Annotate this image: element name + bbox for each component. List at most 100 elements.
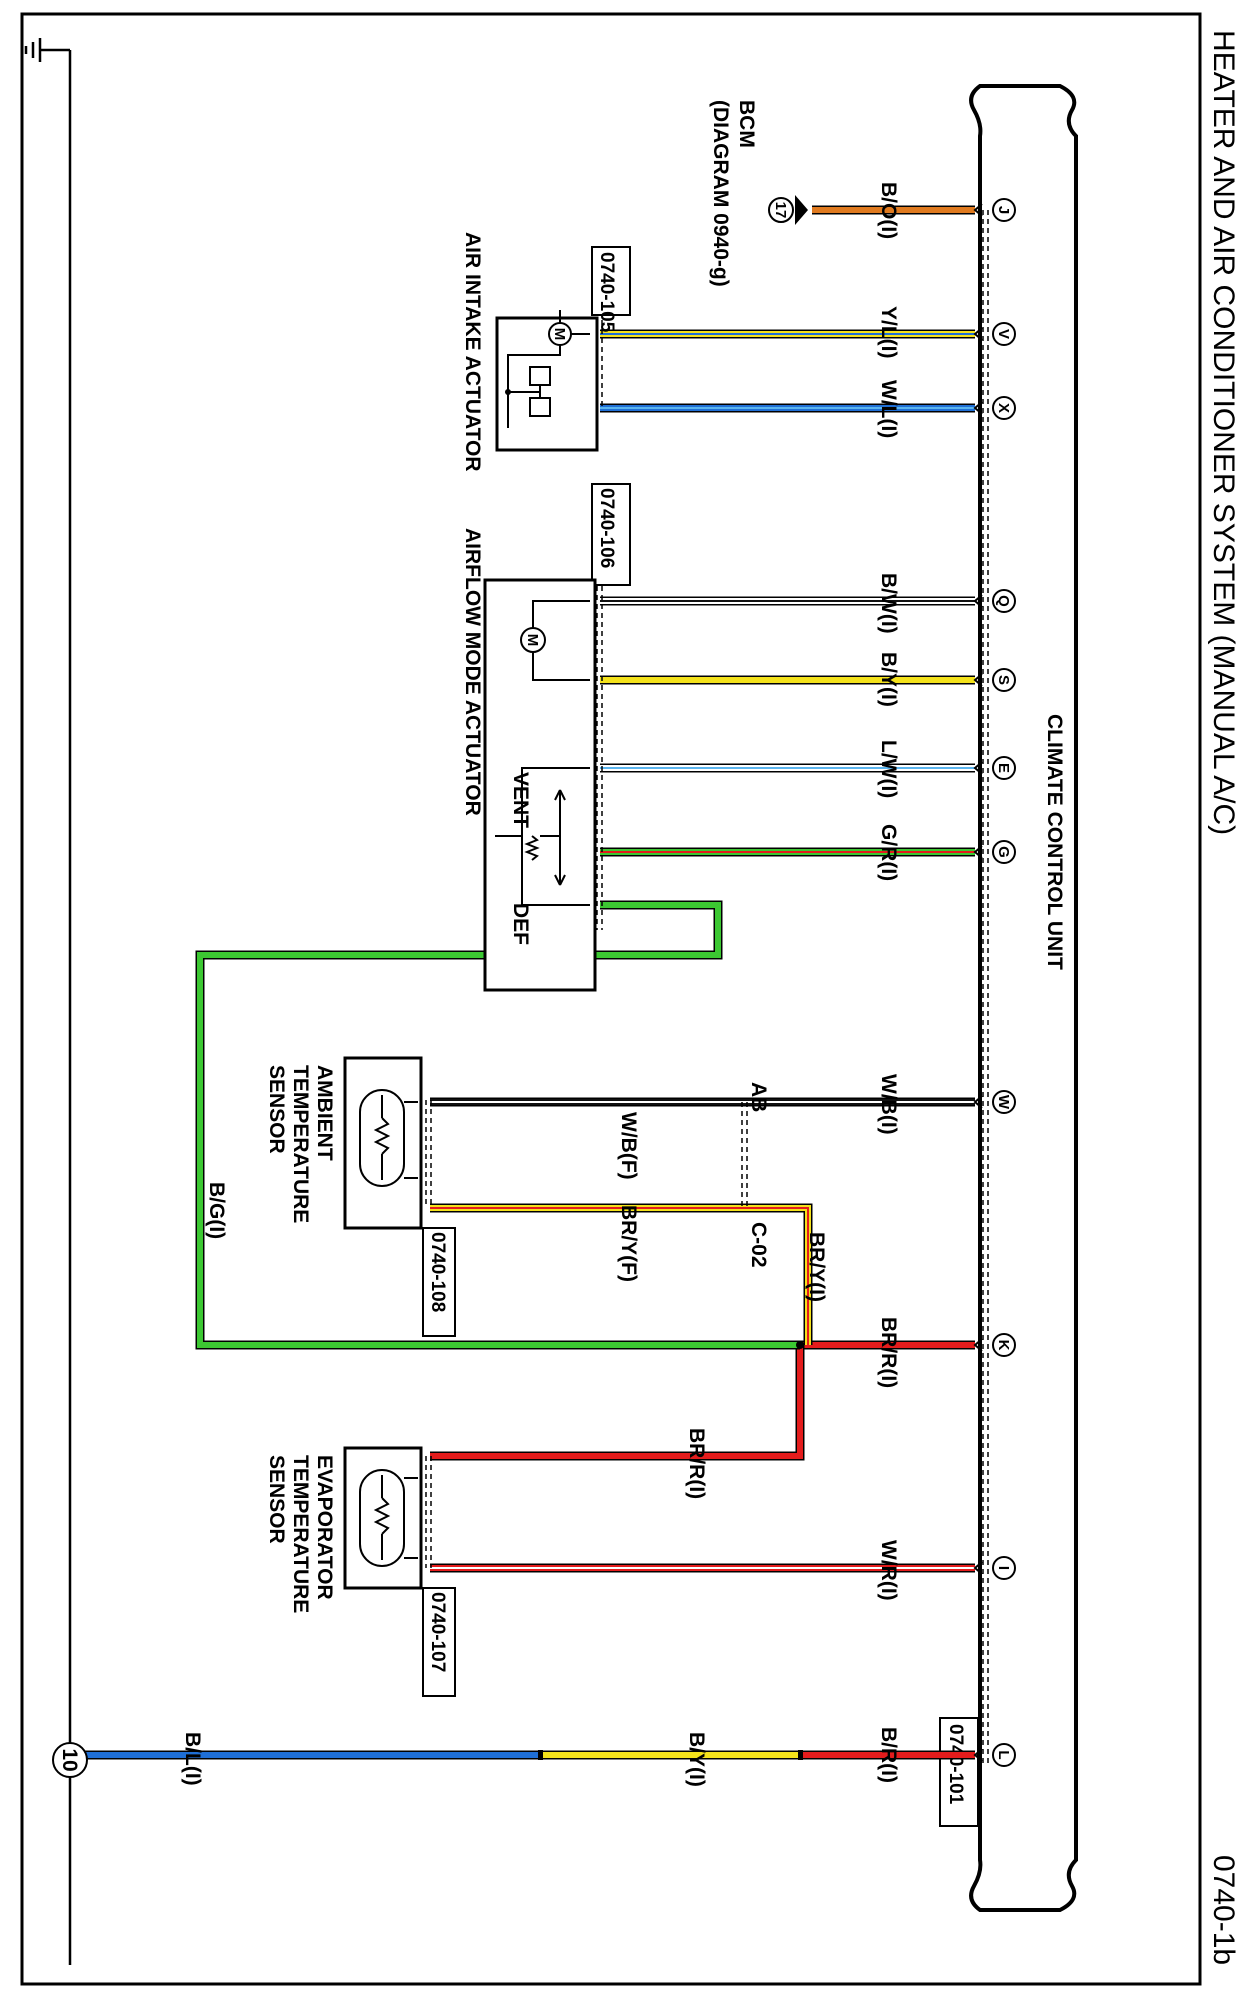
pin-arrow-icon (973, 1338, 983, 1352)
airflow-mode-connector: 0740-106 (596, 488, 617, 568)
ground-callout (52, 1742, 88, 1778)
pin-q (992, 589, 1016, 613)
pin-e (992, 756, 1016, 780)
ground-icon (24, 38, 70, 62)
ambient-label-3: SENSOR (265, 1065, 288, 1154)
pin-arrow-icon (973, 327, 983, 341)
control-unit-connector-box (939, 1717, 979, 1827)
ambient-sensor-box (343, 1056, 423, 1230)
wire-brr-evap (430, 1345, 803, 1459)
evaporator-wire-label: BR/R(I) (685, 1428, 708, 1499)
wire-label-q: B/W(I) (877, 573, 900, 634)
bcm-callout-number: 17 (772, 202, 789, 219)
ambient-label-1: AMBIENT (313, 1065, 336, 1161)
page-frame (20, 12, 1202, 1986)
pin-s (992, 668, 1016, 692)
motor-icon-letter: M (551, 328, 568, 341)
pin-arrow-icon (973, 594, 983, 608)
bg-wire-label: B/G(I) (205, 1182, 228, 1239)
pin-j-letter: J (995, 206, 1012, 214)
pin-x (992, 396, 1016, 420)
evaporator-connector-box (422, 1587, 456, 1697)
pin-v (992, 322, 1016, 346)
airflow-mode-connector-box (591, 483, 631, 586)
pin-arrow-icon (973, 845, 983, 859)
evaporator-label-1: EVAPORATOR (313, 1455, 336, 1600)
pin-j (992, 198, 1016, 222)
pin-arrow-icon (973, 1748, 983, 1762)
pin-l (992, 1743, 1016, 1767)
wire-bg (197, 902, 800, 1348)
pin-i-letter: I (995, 1566, 1012, 1570)
ambient-wire2-label: BR/Y(F) (617, 1205, 640, 1282)
air-intake-connector-box (591, 246, 631, 316)
wire-label-j: B/O(I) (877, 182, 900, 239)
wire-label-v: Y/L(I) (877, 306, 900, 359)
page-title: HEATER AND AIR CONDITIONER SYSTEM (MANUA… (1207, 30, 1240, 835)
ambient-wire1-label: W/B(F) (617, 1112, 640, 1180)
evaporator-label-3: SENSOR (265, 1455, 288, 1544)
ground-callout-number: 10 (58, 1748, 81, 1771)
wire-brr-evap-outline (430, 1345, 805, 1461)
diagram-id: 0740-1b (1207, 1855, 1240, 1965)
pin-v-letter: V (995, 329, 1012, 339)
splice-mark (538, 1750, 543, 1760)
airflow-mode-actuator: 0740-106 M VENT DEF AIRFLOW MODE ACTUATO… (461, 483, 631, 992)
airflow-vent-label: VENT (509, 772, 532, 828)
joint-ab-label: AB (747, 1082, 770, 1112)
wire-label-s: B/Y(I) (877, 652, 900, 707)
pin-g (992, 840, 1016, 864)
bcm-callout (768, 197, 794, 223)
pin-arrow-icon (973, 761, 983, 775)
airflow-def-label: DEF (509, 903, 532, 945)
airflow-mode-label: AIRFLOW MODE ACTUATOR (461, 528, 484, 816)
wire-label-i: W/R(I) (877, 1540, 900, 1601)
pin-x-letter: X (995, 403, 1012, 413)
pin-arrow-icon (973, 203, 983, 217)
bcm-arrow-icon (795, 195, 808, 225)
resistor-icon (373, 1475, 418, 1560)
joint-c02-label: C-02 (747, 1222, 770, 1268)
bcm-ref: (DIAGRAM 0940-g) (709, 100, 732, 287)
pin-i (992, 1556, 1016, 1580)
ambient-temperature-sensor: 0740-108 AMBIENT TEMPERATURE SENSOR (265, 1056, 456, 1337)
ambient-connector: 0740-108 (427, 1232, 448, 1312)
resistor-icon (373, 1095, 418, 1180)
air-intake-actuator: 0740-105 M AIR INTAKE ACTUATOR (461, 232, 631, 472)
evaporator-label-2: TEMPERATURE (289, 1455, 312, 1613)
wire-label-l: B/R(I) (877, 1727, 900, 1783)
joint-bry-label: BR/Y(I) (805, 1232, 828, 1302)
pin-w (992, 1090, 1016, 1114)
motor-icon-letter: M (524, 634, 541, 647)
bcm: 17 BCM (DIAGRAM 0940-g) (709, 100, 808, 287)
air-intake-connector: 0740-105 (596, 252, 617, 333)
air-intake-label: AIR INTAKE ACTUATOR (461, 232, 484, 472)
ambient-connector-box (422, 1227, 456, 1337)
ground: 10 B/L(I) B/Y(I) (24, 38, 708, 1965)
intake-switch-icon (507, 310, 590, 428)
wires (70, 205, 975, 1760)
wire-label-x: W/L(I) (877, 380, 900, 438)
pin-g-letter: G (995, 846, 1012, 858)
potentiometer-icon (495, 767, 590, 906)
pin-e-letter: E (995, 763, 1012, 773)
pin-arrow-icon (973, 1095, 983, 1109)
pins: JB/O(I)VY/L(I)XW/L(I)QB/W(I)SB/Y(I)EL/W(… (877, 182, 1016, 1783)
ground-bl-label: B/L(I) (181, 1732, 204, 1786)
control-unit-connector-label: 0740-101 (945, 1724, 966, 1805)
switch-contact-icon (529, 397, 551, 417)
ground-by-label: B/Y(I) (685, 1732, 708, 1787)
switch-contact-icon (529, 366, 551, 386)
motor-wiring-icon (532, 600, 590, 681)
evaporator-temperature-sensor: 0740-107 EVAPORATOR TEMPERATURE SENSOR (265, 1446, 456, 1697)
pin-arrow-icon (973, 673, 983, 687)
splice-mark (798, 1750, 803, 1760)
climate-control-unit: CLIMATE CONTROL UNIT 0740-101 (939, 84, 1078, 1912)
evaporator-connector: 0740-107 (427, 1592, 448, 1672)
pin-arrow-icon (973, 1561, 983, 1575)
wire-bry-stripe (430, 1207, 809, 1345)
wire-label-e: L/W(I) (877, 740, 900, 798)
pin-w-letter: W (995, 1095, 1012, 1110)
wire-label-g: G/R(I) (877, 824, 900, 881)
